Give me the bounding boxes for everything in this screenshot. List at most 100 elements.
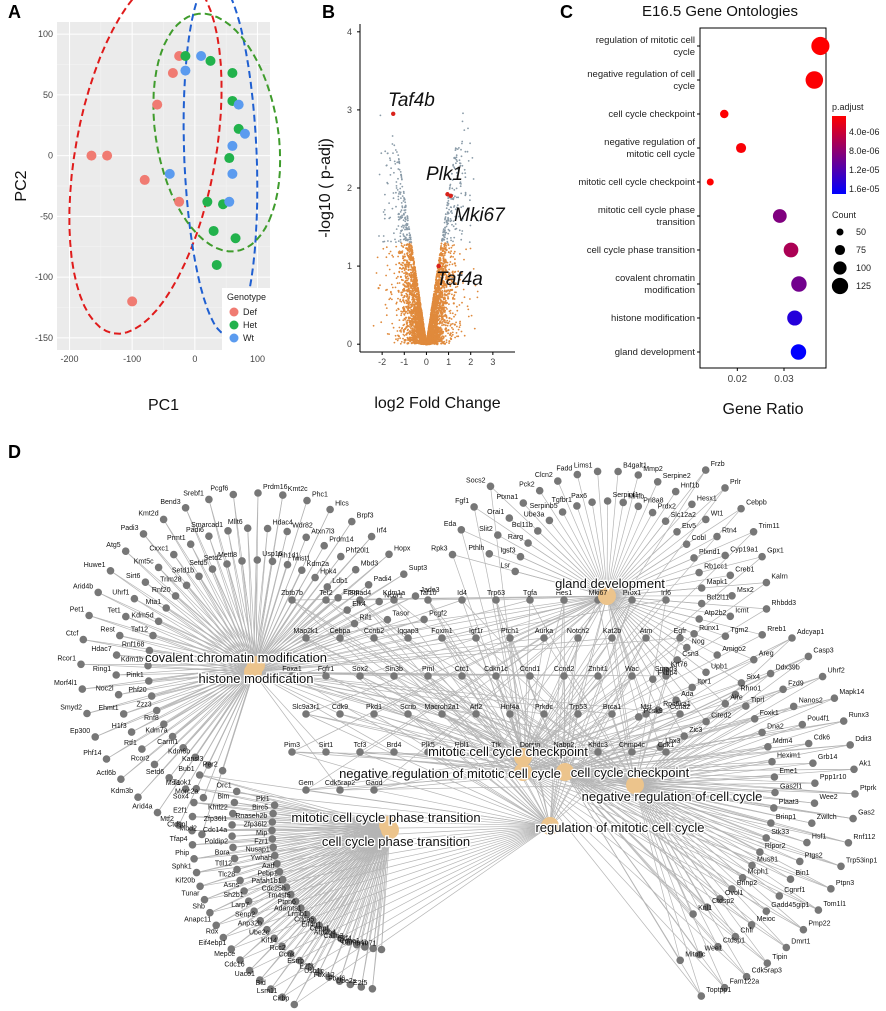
volcano-point (417, 293, 420, 296)
volcano-point (400, 341, 403, 343)
volcano-point (454, 258, 456, 261)
volcano-point (453, 323, 456, 326)
volcano-point (382, 247, 385, 250)
volcano-point (469, 142, 471, 145)
volcano-point (397, 195, 400, 198)
volcano-point (406, 342, 409, 345)
volcano-point (412, 330, 415, 333)
volcano-point (456, 160, 458, 163)
volcano-point (452, 280, 454, 283)
volcano-point (469, 247, 472, 250)
volcano-point (391, 143, 394, 145)
volcano-point (401, 311, 404, 313)
volcano-point (460, 206, 463, 209)
volcano-point (455, 227, 458, 230)
volcano-point (404, 201, 407, 204)
volcano-point (399, 251, 402, 254)
volcano-point (422, 330, 425, 333)
volcano-point (414, 295, 417, 298)
volcano-point (459, 162, 462, 165)
volcano-point (426, 339, 429, 342)
gene-node (199, 793, 208, 802)
volcano-point (414, 318, 417, 321)
volcano-point (451, 172, 453, 175)
volcano-point (395, 241, 397, 244)
volcano-point (403, 244, 406, 247)
volcano-point (411, 284, 414, 287)
volcano-point (403, 313, 405, 315)
data-point-def (86, 150, 97, 161)
highlighted-gene-point (391, 111, 396, 117)
gene-node (112, 651, 121, 659)
volcano-point (446, 204, 449, 207)
volcano-point (403, 255, 406, 258)
volcano-point (428, 325, 431, 328)
volcano-point (390, 293, 393, 296)
size-legend-label: 125 (856, 281, 871, 291)
volcano-point (385, 164, 388, 167)
gene-node (152, 706, 161, 715)
volcano-point (461, 230, 464, 232)
volcano-point (402, 245, 404, 248)
volcano-point (447, 216, 449, 219)
volcano-point (460, 192, 463, 195)
volcano-point (392, 197, 395, 200)
volcano-point (430, 309, 433, 312)
volcano-point (409, 238, 412, 241)
volcano-point (400, 173, 402, 176)
volcano-point (419, 323, 422, 326)
volcano-point (391, 207, 394, 210)
volcano-point (452, 328, 454, 331)
volcano-point (397, 240, 400, 243)
x-tick-label: 3 (490, 357, 495, 367)
y-tick-label: cell cycle phase transition (587, 245, 695, 256)
volcano-point (411, 271, 414, 274)
y-tick-label: -50 (40, 211, 53, 221)
volcano-point (415, 341, 418, 344)
volcano-point (379, 284, 381, 287)
volcano-point (472, 178, 475, 180)
volcano-point (395, 263, 397, 266)
volcano-point (438, 321, 442, 324)
volcano-point (411, 287, 415, 290)
volcano-point (402, 255, 404, 258)
volcano-point (409, 236, 412, 239)
volcano-point (397, 297, 399, 300)
volcano-point (398, 252, 400, 255)
volcano-point (407, 297, 410, 300)
volcano-point (446, 324, 449, 327)
volcano-point (440, 307, 443, 310)
volcano-point (404, 316, 408, 319)
volcano-point (404, 312, 407, 314)
volcano-point (409, 264, 412, 266)
x-axis-title: log2 Fold Change (374, 395, 500, 412)
volcano-point (423, 340, 426, 343)
volcano-point (396, 151, 398, 153)
volcano-point (442, 296, 444, 299)
confidence-ellipse-het (182, 0, 259, 336)
size-legend-dot (836, 228, 844, 236)
volcano-point (399, 300, 401, 302)
volcano-point (407, 316, 410, 319)
volcano-point (408, 245, 411, 248)
volcano-point (393, 232, 395, 235)
volcano-point (405, 228, 408, 231)
volcano-point (400, 242, 403, 245)
network-edge (252, 671, 341, 791)
volcano-point (445, 221, 448, 223)
volcano-point (384, 213, 386, 216)
volcano-point (385, 246, 388, 249)
volcano-point (397, 275, 399, 278)
volcano-point (442, 257, 445, 260)
volcano-point (405, 333, 407, 336)
volcano-point (410, 325, 413, 328)
volcano-point (459, 322, 461, 325)
volcano-point (450, 178, 452, 181)
volcano-point (390, 240, 392, 243)
volcano-point (447, 244, 450, 247)
volcano-point (452, 302, 455, 305)
volcano-point (417, 306, 420, 309)
volcano-point (455, 154, 458, 157)
